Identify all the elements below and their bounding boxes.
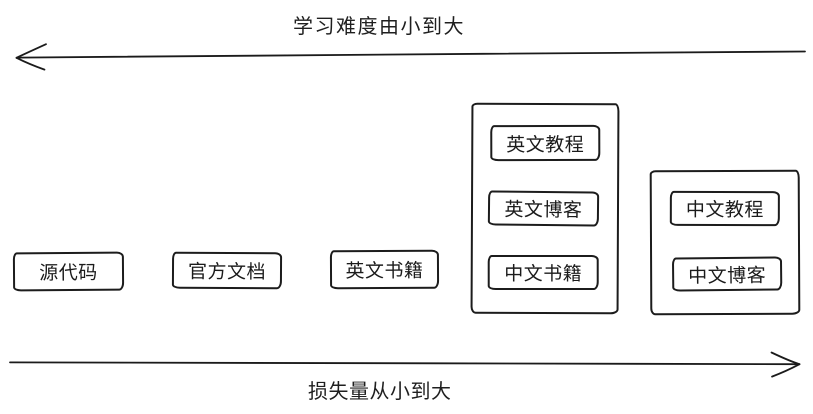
box-source-code: 源代码 <box>12 251 125 292</box>
box-chinese-books-label: 中文书籍 <box>504 263 583 286</box>
box-chinese-blogs: 中文博客 <box>671 256 783 292</box>
box-english-tutorials: 英文教程 <box>490 124 601 162</box>
box-chinese-blogs-label: 中文博客 <box>688 265 767 287</box>
learning-difficulty-arrow-left-icon <box>15 43 806 71</box>
box-english-blogs-label: 英文博客 <box>504 199 583 222</box>
box-chinese-tutorials-label: 中文教程 <box>685 199 764 222</box>
bottom-axis-label: 损失量从小到大 <box>308 381 452 403</box>
box-source-code-label: 源代码 <box>39 262 98 285</box>
group-box-english-resources: 英文教程 英文博客 中文书籍 <box>470 102 620 315</box>
box-english-blogs: 英文博客 <box>487 190 600 227</box>
box-english-books: 英文书籍 <box>329 249 440 290</box>
box-official-docs: 官方文档 <box>171 251 283 290</box>
loss-amount-arrow-right-icon <box>9 351 801 378</box>
group-box-chinese-resources: 中文教程 中文博客 <box>649 169 801 316</box>
box-chinese-books: 中文书籍 <box>487 254 599 291</box>
top-axis-label: 学习难度由小到大 <box>293 16 465 38</box>
box-english-tutorials-label: 英文教程 <box>506 134 585 156</box>
box-chinese-tutorials: 中文教程 <box>669 190 780 227</box>
box-official-docs-label: 官方文档 <box>187 261 267 284</box>
box-english-books-label: 英文书籍 <box>345 260 424 283</box>
